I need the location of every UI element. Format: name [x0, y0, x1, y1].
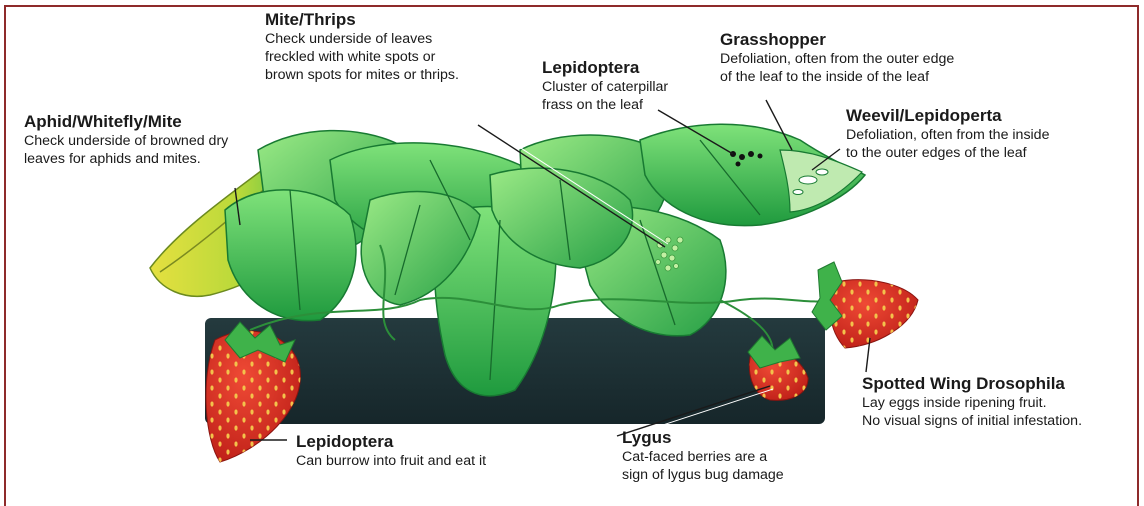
label-text: Check underside of leaves: [265, 30, 459, 48]
label-text: sign of lygus bug damage: [622, 466, 784, 484]
strawberry-left: [206, 322, 300, 462]
label-text: to the outer edges of the leaf: [846, 144, 1049, 162]
label-text: freckled with white spots or: [265, 48, 459, 66]
label-text: Defoliation, often from the inside: [846, 126, 1049, 144]
label-title: Mite/Thrips: [265, 10, 459, 30]
label-lepidoptera-fruit: Lepidoptera Can burrow into fruit and ea…: [296, 432, 486, 470]
label-text: Can burrow into fruit and eat it: [296, 452, 486, 470]
label-lepidoptera-leaf: Lepidoptera Cluster of caterpillar frass…: [542, 58, 668, 114]
label-text: leaves for aphids and mites.: [24, 150, 228, 168]
label-text: of the leaf to the inside of the leaf: [720, 68, 954, 86]
label-text: brown spots for mites or thrips.: [265, 66, 459, 84]
label-title: Lepidoptera: [542, 58, 668, 78]
label-text: No visual signs of initial infestation.: [862, 412, 1082, 430]
label-title: Aphid/Whitefly/Mite: [24, 112, 228, 132]
label-text: Cluster of caterpillar: [542, 78, 668, 96]
label-lygus: Lygus Cat-faced berries are a sign of ly…: [622, 428, 784, 484]
label-text: frass on the leaf: [542, 96, 668, 114]
label-mite-thrips: Mite/Thrips Check underside of leaves fr…: [265, 10, 459, 84]
label-text: Lay eggs inside ripening fruit.: [862, 394, 1082, 412]
label-title: Spotted Wing Drosophila: [862, 374, 1082, 394]
label-text: Check underside of browned dry: [24, 132, 228, 150]
label-title: Lygus: [622, 428, 784, 448]
label-title: Weevil/Lepidoperta: [846, 106, 1049, 126]
label-text: Cat-faced berries are a: [622, 448, 784, 466]
label-spotted-wing-drosophila: Spotted Wing Drosophila Lay eggs inside …: [862, 374, 1082, 430]
label-aphid-whitefly-mite: Aphid/Whitefly/Mite Check underside of b…: [24, 112, 228, 168]
label-weevil-lepidoperta: Weevil/Lepidoperta Defoliation, often fr…: [846, 106, 1049, 162]
strawberry-right: [812, 262, 918, 348]
label-title: Grasshopper: [720, 30, 954, 50]
label-text: Defoliation, often from the outer edge: [720, 50, 954, 68]
label-grasshopper: Grasshopper Defoliation, often from the …: [720, 30, 954, 86]
label-title: Lepidoptera: [296, 432, 486, 452]
